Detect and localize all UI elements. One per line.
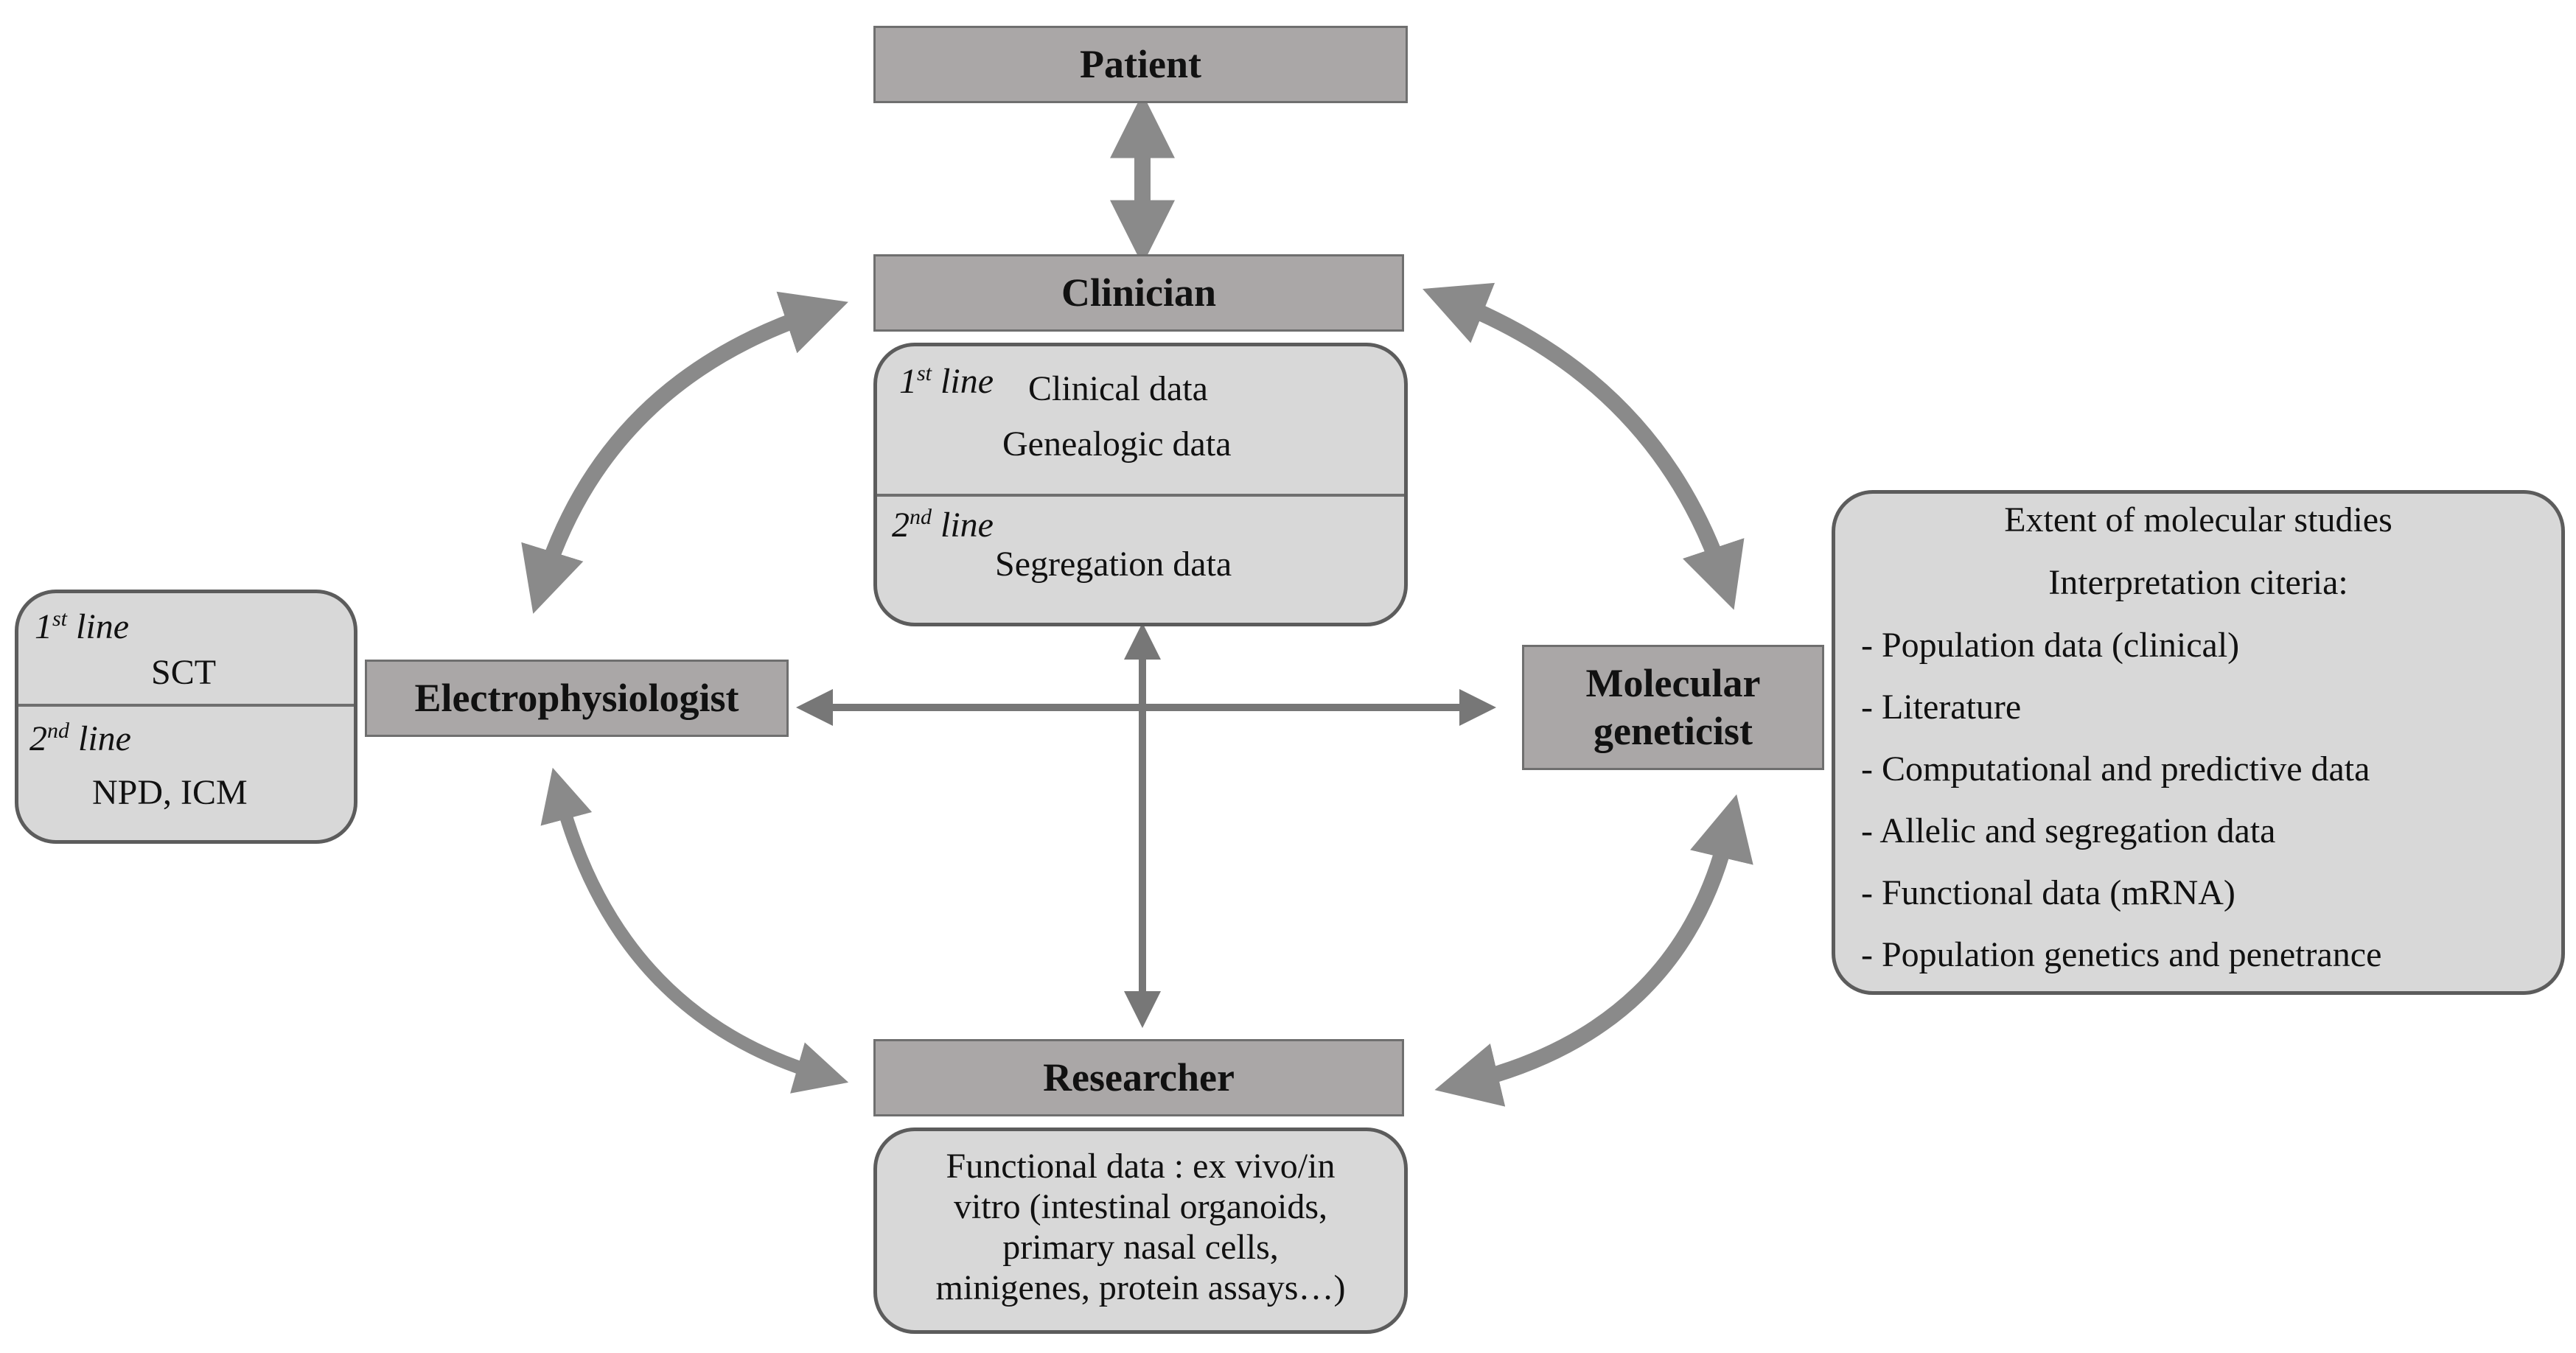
criteria-item: - Literature [1861, 688, 2022, 727]
researcher-label: Researcher [1043, 1055, 1235, 1100]
panel-divider [877, 494, 1404, 497]
criteria-item: - Computational and predictive data [1861, 749, 2370, 789]
segregation-data-text: Segregation data [995, 545, 1232, 584]
researcher-box: Researcher [873, 1039, 1404, 1116]
electrophysiologist-label: Electrophysiologist [414, 676, 739, 721]
clinician-data-panel: 1st line Clinical data Genealogic data 2… [873, 343, 1408, 626]
panel-divider [18, 704, 354, 707]
arrow-clinician-molecular [1423, 282, 1745, 610]
first-line-tag: 1st line [899, 361, 994, 401]
patient-box: Patient [873, 26, 1408, 103]
second-line-tag: 2nd line [29, 719, 131, 758]
researcher-text-line: vitro (intestinal organoids, [953, 1187, 1328, 1226]
first-line-tag: 1st line [35, 606, 129, 646]
clinical-data-text: Clinical data [1028, 369, 1208, 408]
arrow-molecular-researcher [1434, 794, 1753, 1107]
researcher-text-line: Functional data : ex vivo/in [946, 1147, 1336, 1186]
researcher-text-line: primary nasal cells, [1002, 1228, 1279, 1267]
molecular-studies-panel: Extent of molecular studies Interpretati… [1832, 490, 2565, 995]
criteria-item: - Population genetics and penetrance [1861, 935, 2382, 974]
criteria-item: - Functional data (mRNA) [1861, 873, 2235, 912]
patient-label: Patient [1080, 42, 1201, 87]
second-line-tag: 2nd line [892, 505, 994, 545]
molecular-panel-subtitle: Interpretation citeria: [2048, 563, 2348, 602]
molecular-label-line1: Molecular [1585, 661, 1761, 706]
npd-icm-text: NPD, ICM [92, 773, 248, 812]
criteria-item: - Allelic and segregation data [1861, 811, 2276, 850]
electrophysiologist-box: Electrophysiologist [365, 660, 789, 737]
arrow-electrophysiologist-researcher [540, 767, 849, 1094]
researcher-data-panel: Functional data : ex vivo/in vitro (inte… [873, 1128, 1408, 1334]
molecular-panel-title: Extent of molecular studies [2004, 500, 2392, 539]
criteria-item: - Population data (clinical) [1861, 626, 2240, 665]
clinician-label: Clinician [1061, 270, 1217, 315]
molecular-label-line2: geneticist [1594, 709, 1753, 753]
molecular-geneticist-box: Molecular geneticist [1522, 645, 1824, 770]
sct-text: SCT [151, 653, 217, 692]
electrophysiologist-data-panel: 1st line SCT 2nd line NPD, ICM [15, 590, 357, 844]
arrow-clinician-electrophysiologist [521, 291, 848, 614]
genealogic-data-text: Genealogic data [1002, 424, 1232, 464]
clinician-box: Clinician [873, 254, 1404, 332]
researcher-text-line: minigenes, protein assays…) [935, 1268, 1346, 1307]
